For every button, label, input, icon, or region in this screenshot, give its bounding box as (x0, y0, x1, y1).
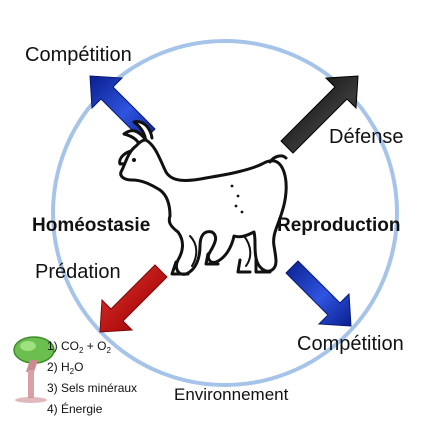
resource-item-1: 1) CO2 + O2 (47, 339, 111, 355)
predation-label: Prédation (35, 261, 121, 283)
environment-ring (51, 39, 399, 387)
environment-label: Environnement (174, 385, 289, 404)
predation-arrow (99, 264, 168, 333)
resource-item-4: 4) Énergie (47, 401, 103, 416)
resource-list: 1) CO2 + O2 2) H2O 3) Sels minéraux 4) É… (47, 339, 137, 416)
competition-bottom-arrow (285, 260, 352, 327)
resource-item-3: 3) Sels minéraux (47, 381, 137, 395)
defense-arrow (280, 75, 359, 154)
competition-bottom-label: Compétition (297, 333, 404, 355)
homeostasis-label: Homéostasie (32, 215, 150, 236)
tree-icon (13, 336, 55, 403)
defense-label: Défense (329, 126, 404, 148)
goat-illustration (118, 120, 288, 276)
competition-top-label: Compétition (25, 44, 132, 66)
reproduction-label: Reproduction (277, 215, 401, 236)
resource-item-2: 2) H2O (47, 360, 83, 376)
